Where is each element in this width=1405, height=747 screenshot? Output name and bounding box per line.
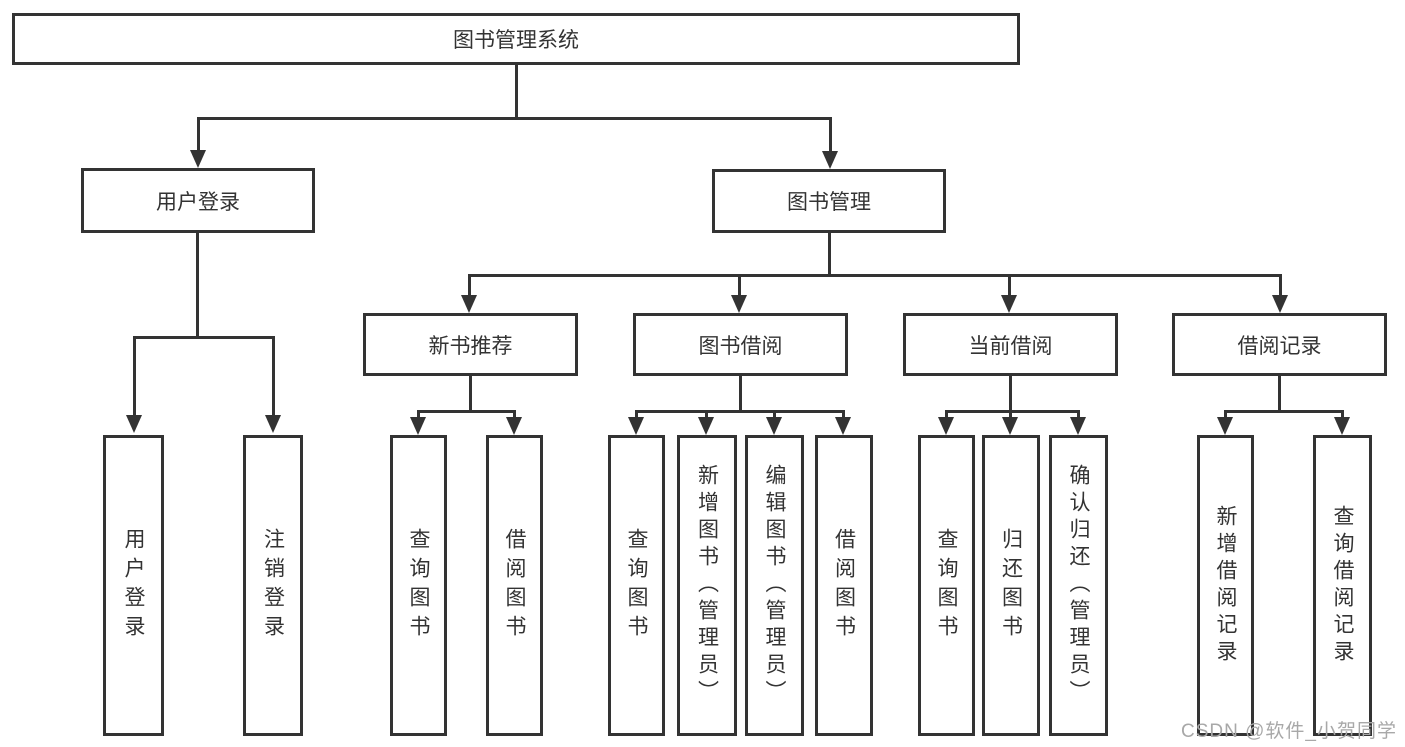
- arrowhead-down-icon: [1217, 417, 1233, 435]
- leaf-label: 用户登录: [122, 527, 145, 644]
- arrowhead-down-icon: [265, 415, 281, 433]
- connector-line: [1009, 376, 1012, 412]
- arrowhead-down-icon: [835, 417, 851, 435]
- connector-line: [196, 233, 199, 338]
- arrowhead-down-icon: [766, 417, 782, 435]
- connector-line: [417, 410, 420, 422]
- connector-line: [1278, 376, 1281, 412]
- connector-line: [739, 376, 742, 412]
- connector-line: [272, 336, 275, 417]
- connector-line: [842, 410, 845, 422]
- node-new-book-recommend: 新书推荐: [363, 313, 578, 376]
- arrowhead-down-icon: [1001, 295, 1017, 313]
- node-book-management: 图书管理: [712, 169, 946, 233]
- node-user-login: 用户登录: [81, 168, 315, 233]
- arrowhead-down-icon: [731, 295, 747, 313]
- arrowhead-down-icon: [1334, 417, 1350, 435]
- arrowhead-down-icon: [461, 295, 477, 313]
- arrowhead-down-icon: [190, 150, 206, 168]
- connector-line: [469, 376, 472, 412]
- connector-line: [1341, 410, 1344, 422]
- node-leaf-borrow-books-1: 借阅图书: [486, 435, 543, 736]
- node-leaf-edit-books-admin: 编辑图书（管理员）: [745, 435, 804, 736]
- connector-line: [133, 336, 136, 417]
- connector-line: [945, 410, 1080, 413]
- arrowhead-down-icon: [1070, 417, 1086, 435]
- arrowhead-down-icon: [822, 151, 838, 169]
- connector-line: [828, 233, 831, 277]
- leaf-label: 确认归还（管理员）: [1067, 464, 1090, 707]
- node-leaf-borrow-books-2: 借阅图书: [815, 435, 873, 736]
- connector-line: [945, 410, 948, 422]
- leaf-label: 查询借阅记录: [1331, 504, 1354, 667]
- connector-line: [1008, 274, 1011, 298]
- arrowhead-down-icon: [628, 417, 644, 435]
- connector-line: [1009, 410, 1012, 422]
- node-current-borrowing: 当前借阅: [903, 313, 1118, 376]
- leaf-label: 新增图书（管理员）: [695, 464, 719, 707]
- connector-line: [829, 117, 832, 152]
- node-borrow-records: 借阅记录: [1172, 313, 1387, 376]
- node-leaf-query-borrow-record: 查询借阅记录: [1313, 435, 1372, 736]
- leaf-label: 借阅图书: [832, 527, 856, 644]
- connector-line: [515, 65, 518, 119]
- leaf-label: 查询图书: [935, 527, 958, 644]
- node-leaf-add-borrow-record: 新增借阅记录: [1197, 435, 1254, 736]
- connector-line: [773, 410, 776, 422]
- leaf-label: 借阅图书: [503, 527, 526, 644]
- arrowhead-down-icon: [698, 417, 714, 435]
- leaf-label: 编辑图书（管理员）: [763, 464, 786, 707]
- connector-line: [133, 336, 275, 339]
- leaf-label: 注销登录: [261, 527, 285, 644]
- connector-line: [513, 410, 516, 422]
- connector-line: [468, 274, 471, 298]
- node-leaf-user-login: 用户登录: [103, 435, 164, 736]
- node-leaf-query-books-1: 查询图书: [390, 435, 447, 736]
- node-leaf-return-books: 归还图书: [982, 435, 1040, 736]
- arrowhead-down-icon: [410, 417, 426, 435]
- node-book-borrowing: 图书借阅: [633, 313, 848, 376]
- leaf-label: 归还图书: [999, 527, 1023, 644]
- connector-line: [468, 274, 1282, 277]
- node-leaf-add-books-admin: 新增图书（管理员）: [677, 435, 737, 736]
- arrowhead-down-icon: [1272, 295, 1288, 313]
- connector-line: [197, 117, 832, 120]
- connector-line: [197, 117, 200, 152]
- arrowhead-down-icon: [1002, 417, 1018, 435]
- leaf-label: 查询图书: [625, 527, 648, 644]
- connector-line: [1279, 274, 1282, 298]
- arrowhead-down-icon: [938, 417, 954, 435]
- arrowhead-down-icon: [126, 415, 142, 433]
- arrowhead-down-icon: [506, 417, 522, 435]
- connector-line: [1077, 410, 1080, 422]
- connector-line: [738, 274, 741, 298]
- node-leaf-logout: 注销登录: [243, 435, 303, 736]
- node-leaf-query-books-2: 查询图书: [608, 435, 665, 736]
- node-leaf-query-books-3: 查询图书: [918, 435, 975, 736]
- leaf-label: 新增借阅记录: [1214, 504, 1237, 667]
- node-leaf-confirm-return-admin: 确认归还（管理员）: [1049, 435, 1108, 736]
- connector-line: [1224, 410, 1227, 422]
- node-root-library-system: 图书管理系统: [12, 13, 1020, 65]
- connector-line: [635, 410, 845, 413]
- connector-line: [635, 410, 638, 422]
- leaf-label: 查询图书: [407, 527, 430, 644]
- connector-line: [1224, 410, 1343, 413]
- connector-line: [417, 410, 516, 413]
- connector-line: [705, 410, 708, 422]
